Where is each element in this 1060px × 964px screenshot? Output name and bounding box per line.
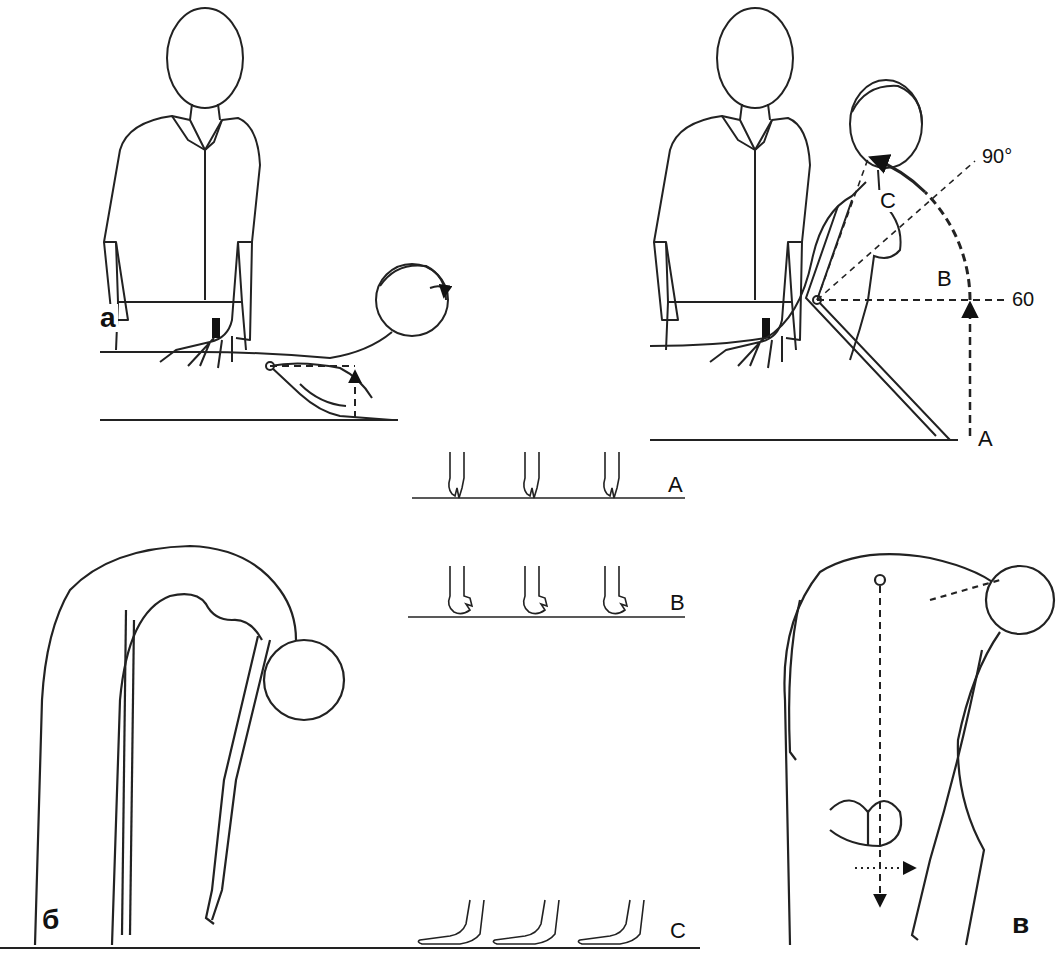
reference-line (270, 365, 355, 367)
position-letter: A (976, 428, 995, 450)
reference-line (817, 299, 1008, 301)
panel-letter: a (98, 304, 118, 332)
position-letter: B (935, 268, 954, 290)
movement-arc (872, 158, 925, 192)
movement-arrow (354, 372, 356, 418)
row-letter: C (668, 920, 688, 942)
examiner-figure (654, 8, 810, 368)
plumb-line (879, 586, 881, 905)
patient-figure (100, 264, 448, 420)
reference-line (817, 156, 869, 300)
patient-figure (650, 80, 958, 440)
hand-positions (408, 452, 685, 944)
side-bending-figure (784, 554, 1054, 945)
panel-letter: б (40, 906, 61, 934)
panel-letter: в (1010, 910, 1031, 938)
movement-arrow (969, 304, 972, 436)
bending-figure (0, 546, 700, 948)
angle-value: 60 (1010, 289, 1036, 309)
examiner-figure (104, 8, 260, 368)
angle-value: 90° (980, 146, 1014, 166)
reference-line (817, 161, 975, 300)
position-letter: C (878, 190, 898, 212)
movement-arc (925, 192, 970, 300)
deviation-arrow (855, 867, 914, 869)
row-letter: B (668, 592, 687, 614)
row-letter: A (666, 474, 685, 496)
